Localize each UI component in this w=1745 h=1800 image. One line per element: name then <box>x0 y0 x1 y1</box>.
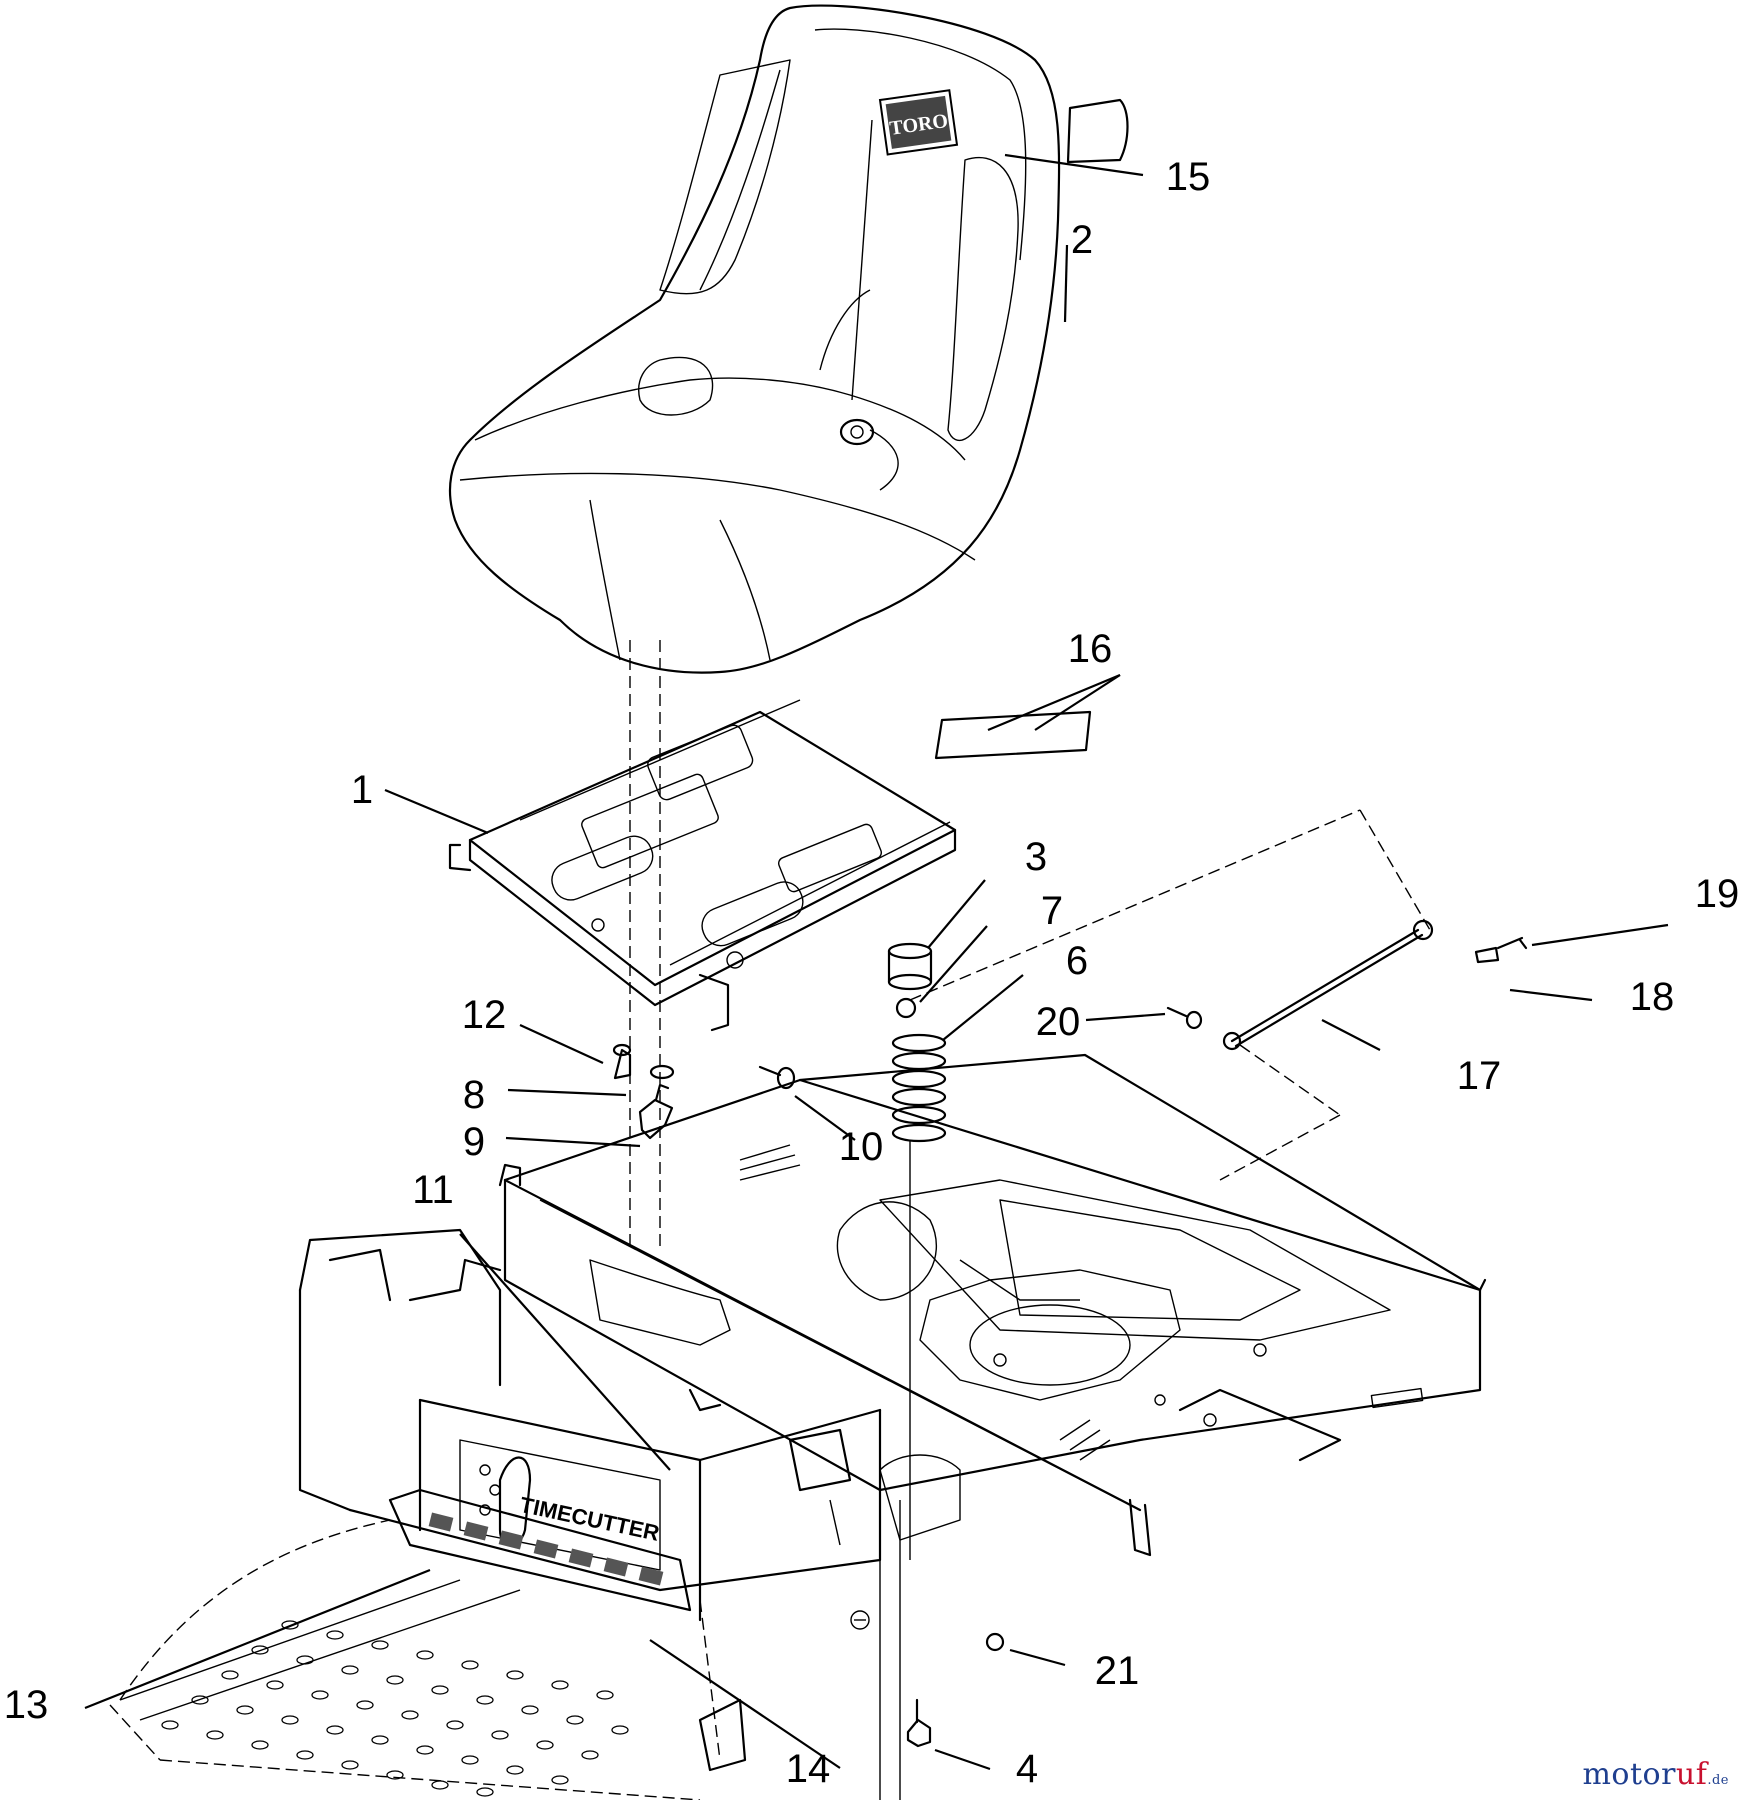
watermark-suffix: .de <box>1707 1773 1729 1788</box>
callout-15: 15 <box>1166 155 1211 199</box>
watermark: motoruf.de <box>1582 1757 1729 1792</box>
callout-20: 20 <box>1036 1000 1081 1044</box>
callout-21: 21 <box>1095 1649 1140 1693</box>
seat: TORO <box>448 4 1129 674</box>
frame <box>498 1053 1487 1800</box>
callout-9: 9 <box>463 1120 485 1164</box>
foot-plate <box>109 1519 747 1800</box>
callout-18: 18 <box>1630 975 1675 1019</box>
callout-6: 6 <box>1066 939 1088 983</box>
decal-16 <box>934 710 1092 760</box>
seat-plate <box>448 699 957 1032</box>
callout-2: 2 <box>1071 218 1093 262</box>
callout-12: 12 <box>462 993 507 1037</box>
callout-8: 8 <box>463 1073 485 1117</box>
callout-10: 10 <box>839 1125 884 1169</box>
callout-14: 14 <box>786 1747 831 1791</box>
callout-17: 17 <box>1457 1054 1502 1098</box>
panel-brand: TIMECUTTER <box>518 1492 662 1546</box>
callout-19: 19 <box>1695 872 1740 916</box>
watermark-part2: uf <box>1675 1757 1708 1792</box>
assembly-lines <box>629 640 1431 1250</box>
callout-3: 3 <box>1025 835 1047 879</box>
callout-7: 7 <box>1041 889 1063 933</box>
callout-labels: 15 2 16 1 3 7 6 19 18 20 17 12 8 9 10 11… <box>4 155 1740 1791</box>
callout-1: 1 <box>351 768 373 812</box>
control-panel: TIMECUTTER <box>298 1228 882 1630</box>
callout-4: 4 <box>1016 1747 1038 1791</box>
hardware <box>612 919 1528 1748</box>
callout-11: 11 <box>412 1168 454 1212</box>
callout-16: 16 <box>1068 627 1113 671</box>
watermark-part1: motor <box>1582 1757 1676 1792</box>
leader-lines <box>84 153 1669 1771</box>
callout-13: 13 <box>4 1683 49 1727</box>
